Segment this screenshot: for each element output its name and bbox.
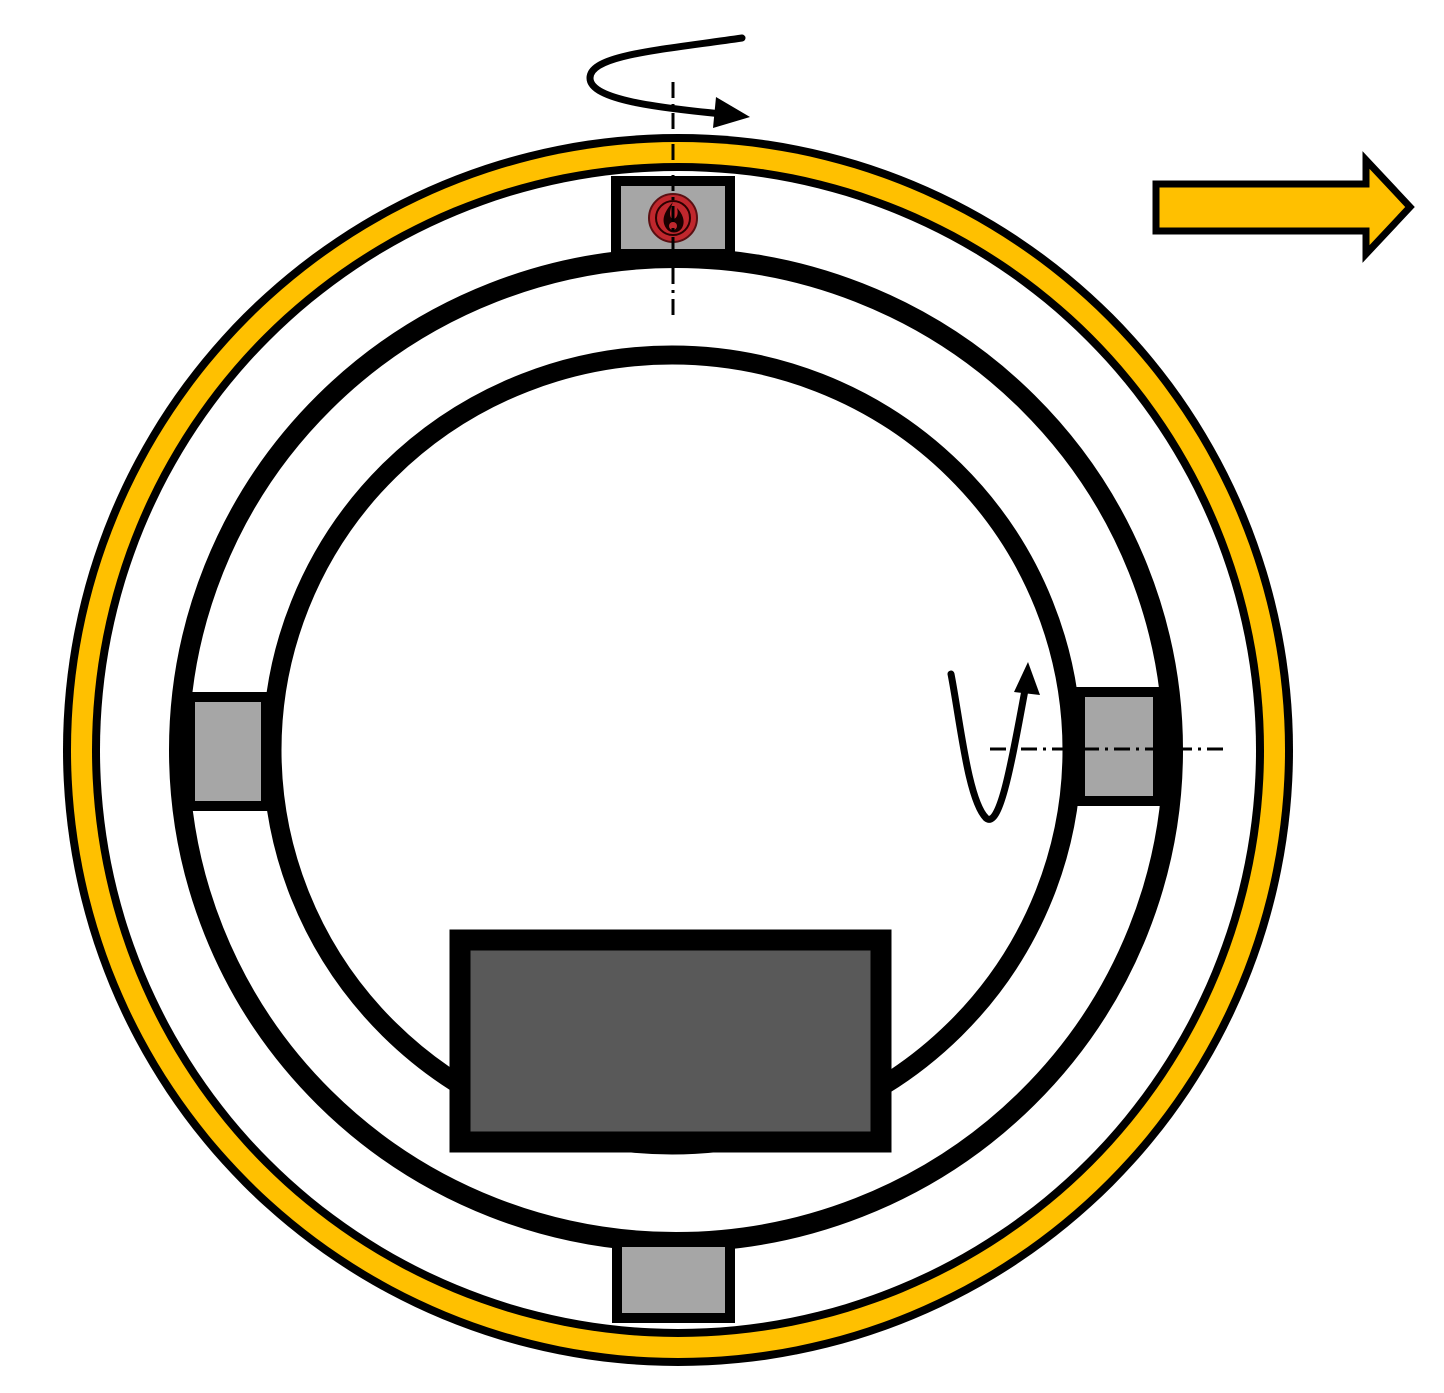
rotation-arrow-icon	[947, 662, 1040, 823]
right-gimbal-block	[1075, 687, 1163, 806]
left-gimbal-block	[185, 692, 271, 811]
right-arrow-icon	[1152, 151, 1415, 263]
rotation-arrow-icon	[586, 34, 750, 128]
payload-box	[449, 929, 892, 1153]
bottom-gimbal-block	[612, 1237, 735, 1323]
